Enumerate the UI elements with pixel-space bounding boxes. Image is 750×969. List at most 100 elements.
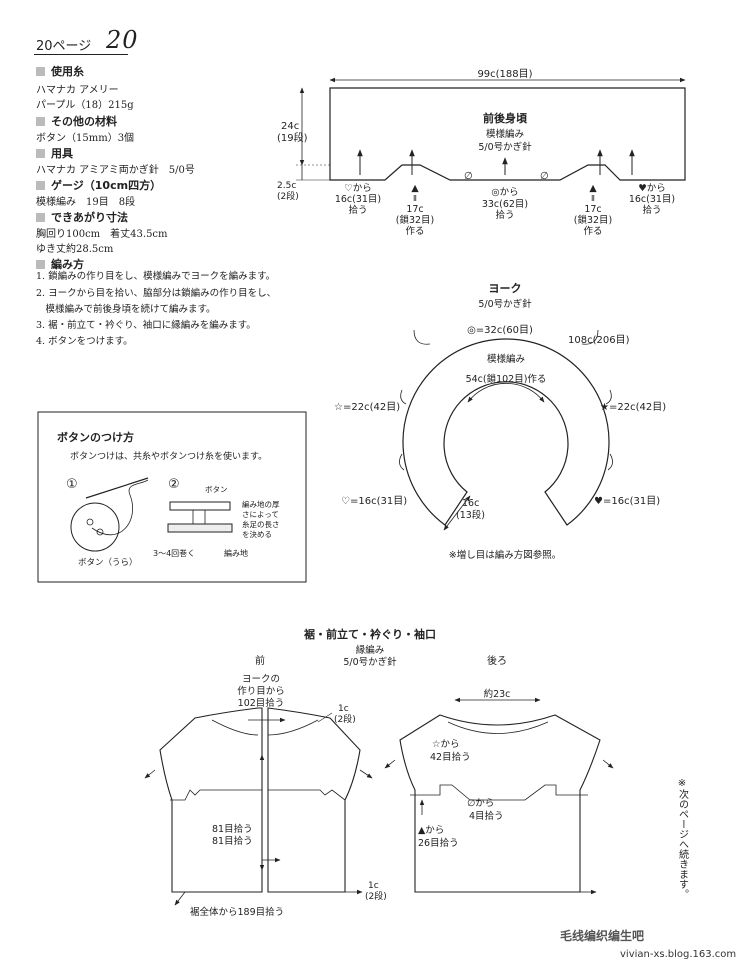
yoke-seam-line [410, 784, 588, 801]
yoke-outline [402, 338, 610, 526]
materials-heading-gauge: ゲージ（10cm四方） [36, 177, 161, 193]
yoke-left-heart: ♡=16c(31目) [341, 496, 407, 507]
yoke-outer-label: 108c(206目) [568, 335, 630, 346]
neckline-edge [267, 719, 319, 736]
step-line: 2. ヨークから目を拾い、脇部分は鎖編みの作り目をし、 [36, 288, 277, 299]
sleeve-arrow-icon [602, 759, 614, 769]
materials-line: 模様編み 19目 8段 [36, 197, 136, 208]
body-panel-hook: 5/0号かぎ針 [478, 141, 532, 153]
pick-right-count: 16c(31目) [629, 194, 675, 205]
body-panel-stitch: 模様編み [486, 128, 524, 140]
bullet-square-icon [36, 117, 45, 126]
yoke-pick-line1: ヨークの [242, 674, 280, 685]
yoke-top-label: ◎=32c(60目) [467, 325, 533, 336]
tri-pick-label: 26目拾う [418, 837, 459, 849]
chain-right-symbol: ▲ [589, 183, 597, 194]
button-back-label: ボタン（うら） [78, 557, 138, 568]
pick-left-action: 拾う [348, 204, 367, 216]
star-pick-label: 42目拾う [430, 751, 471, 763]
materials-heading-tools: 用具 [36, 145, 73, 161]
materials-heading-other: その他の材料 [36, 113, 117, 129]
body-width-label: 99c(188目) [477, 69, 532, 80]
chain-right-action: 作る [583, 225, 602, 237]
step-line: 4. ボタンをつけます。 [36, 336, 133, 347]
yoke-pick-line2: 作り目から [237, 685, 285, 697]
step-line: 1. 鎖編みの作り目をし、模様編みでヨークを編みます。 [36, 271, 276, 282]
yoke-note: ※増し目は編み方図参照。 [449, 549, 561, 561]
materials-line: パープル（18）215g [36, 100, 134, 111]
continued-note: ※次のページへ続きます。 [677, 778, 689, 899]
materials-line: ハマナカ アミアミ両かぎ針 5/0号 [36, 165, 195, 176]
page-number: 20 [106, 26, 139, 54]
page-label: 20ページ [36, 39, 92, 54]
scallop-mark [399, 453, 405, 471]
yoke-depth-rows: (13段) [456, 509, 485, 521]
neckline-edge [211, 719, 259, 736]
pick-mid-action: 拾う [495, 209, 514, 221]
materials-heading-yarn: 使用糸 [36, 63, 84, 79]
edging-hook: 5/0号かぎ針 [343, 656, 397, 668]
back-neckline-edge [447, 721, 549, 734]
chain-right-length: 17c [584, 204, 601, 215]
inner-arc-dimension [467, 382, 545, 403]
yoke-title: ヨーク [489, 282, 522, 295]
pick-mid-count: 33c(62目) [482, 199, 528, 210]
tri-from-label: ▲から [418, 825, 444, 836]
edging-title: 裾・前立て・衿ぐり・袖口 [304, 627, 436, 641]
front-panel-outline [267, 707, 361, 893]
step-line: 3. 裾・前立て・衿ぐり、袖口に縁編みを編みます。 [36, 320, 256, 331]
body-panel-outline [329, 87, 686, 181]
body-panel-title: 前後身頃 [483, 111, 528, 125]
button-box-title: ボタンのつけ方 [57, 430, 134, 444]
yoke-seam-line [170, 789, 262, 801]
yoke-pick-line3: 102目拾う [238, 697, 285, 709]
button-instructions-box: ボタンのつけ方 ボタンつけは、共糸やボタンつけ糸を使います。 ① ② ボタン（う… [37, 411, 307, 583]
source-url: vivian-xs.blog.163.com [620, 949, 737, 960]
step-line: 模様編みで前後身頃を続けて編みます。 [36, 304, 216, 315]
materials-heading-method: 編み方 [36, 256, 84, 272]
yoke-pattern-label: 模様編み [487, 353, 525, 365]
yoke-seam-line [268, 789, 346, 801]
yoke-left-star: ☆=22c(42目) [334, 402, 400, 413]
body-height-bottom-rows: (2段) [277, 190, 299, 202]
bullet-square-icon [36, 213, 45, 222]
button-hole-icon [86, 518, 94, 526]
scallop-mark [605, 389, 612, 405]
step2-number: ② [168, 477, 180, 492]
thickness-note: を決める [242, 529, 272, 539]
scallop-mark [413, 329, 431, 345]
thread-line [91, 479, 149, 536]
equals-icon: Ⅱ [413, 194, 417, 203]
chain-left-symbol: ▲ [411, 183, 419, 194]
empty-pick-label: 4目拾う [469, 810, 504, 822]
yoke-hook: 5/0号かぎ針 [478, 298, 532, 310]
pick-left-count: 16c(31目) [335, 194, 381, 205]
materials-line: ボタン（15mm）3個 [36, 133, 135, 144]
watermark-text: 毛线编织编生吧 [560, 929, 645, 943]
bullet-square-icon [36, 149, 45, 158]
yoke-inner-label: 54c(鎖102目)作る [466, 373, 547, 385]
pick-right-symbol: ♥から [638, 183, 666, 194]
edge-rows-a: (2段) [334, 713, 356, 725]
header-underline [34, 54, 128, 55]
materials-line: ゆき丈約28.5cm [36, 244, 114, 255]
yoke-diagram: ヨーク 5/0号かぎ針 ◎=32c(60目) 108c(206目) 模様編み 5… [334, 282, 666, 561]
yoke-right-heart: ♥=16c(31目) [594, 496, 660, 507]
back-label: 後ろ [487, 654, 507, 667]
button-label: ボタン [205, 485, 228, 494]
fabric-icon [167, 523, 233, 533]
chain-left-count: (鎖32目) [396, 214, 435, 226]
empty-set-icon: ∅ [540, 171, 549, 182]
pick-right-action: 拾う [642, 204, 661, 216]
needle-icon [85, 477, 149, 499]
body-height-top: 24c [281, 121, 299, 132]
body-height-top-rows: (19段) [277, 131, 308, 144]
sleeve-arrow-icon [384, 759, 396, 769]
button-hole-icon [96, 528, 104, 536]
leader-line [317, 712, 333, 723]
thickness-note: 糸足の長さ [242, 519, 280, 529]
button-back-icon [70, 502, 120, 552]
front-pick-label: 81目拾う [212, 823, 253, 835]
yoke-depth: 16c [462, 498, 479, 509]
